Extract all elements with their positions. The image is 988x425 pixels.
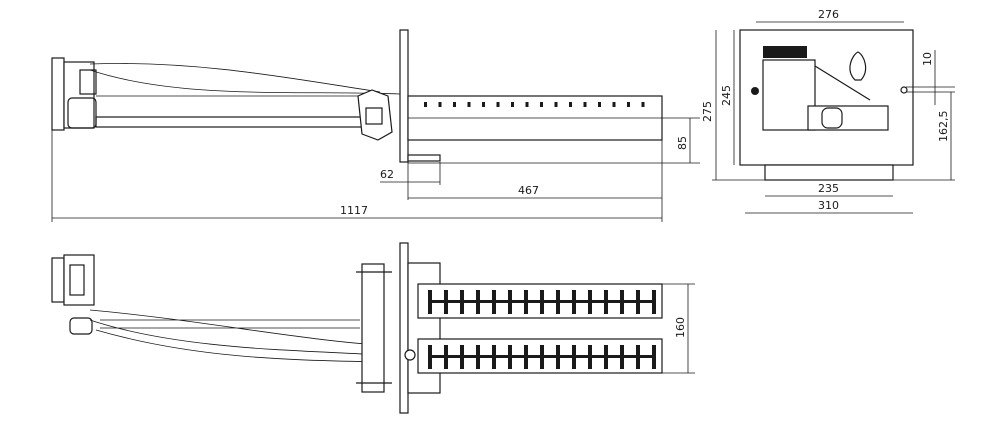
dim-162-5: 162,5 [937,111,950,143]
shaft-housing [807,105,889,131]
port-slot [444,345,448,369]
port-slot [620,290,624,314]
port-slot [524,290,528,314]
motor-housing [762,59,816,131]
port-mark [612,102,616,107]
port-slot [556,345,560,369]
motor-unit [51,57,97,131]
port-slot [652,345,656,369]
dim-160: 160 [674,317,687,338]
dim-467: 467 [518,184,539,197]
port-slot [636,345,640,369]
dim-1117: 1117 [340,204,368,217]
port-slot [476,345,480,369]
port-slot [492,290,496,314]
top-dimensions: 160 [662,283,695,374]
port-mark [627,102,630,107]
dim-85: 85 [676,136,689,150]
mounting-hole-tab [849,51,867,81]
port-mark [583,102,587,107]
port-slot [588,345,592,369]
port-slot [620,345,624,369]
port-mark [438,102,442,107]
dim-275: 275 [701,101,714,122]
port-mark [540,102,543,107]
burner-ports [424,102,645,107]
port-slot [460,290,464,314]
burner-shaft [95,116,363,128]
port-slot [540,345,544,369]
port-slot [508,290,512,314]
port-mark [598,102,601,107]
port-mark [641,102,645,107]
dim-10: 10 [921,52,934,66]
port-slot [492,345,496,369]
side-view: 85 62 467 1117 [51,29,700,222]
port-slot [460,345,464,369]
side-dimensions: 85 62 467 1117 [51,117,700,222]
port-slot [588,290,592,314]
port-slot [572,345,576,369]
port-slot [636,290,640,314]
port-mark [453,102,456,107]
port-slot [572,290,576,314]
burner-ports-top [428,290,656,369]
dim-235: 235 [818,182,839,195]
port-mark [467,102,471,107]
port-slot [428,290,432,314]
port-slot [604,345,608,369]
port-slot [476,290,480,314]
port-slot [524,345,528,369]
gas-hoses [89,63,401,97]
port-mark [569,102,572,107]
port-mark [496,102,500,107]
dim-276: 276 [818,8,839,21]
port-mark [511,102,514,107]
port-slot [508,345,512,369]
dim-62: 62 [380,168,394,181]
gas-hoses-top [89,309,381,363]
top-view: 160 [51,242,695,414]
front-dimensions: 276 245 275 10 162,5 235 310 [701,8,955,214]
port-mark [424,102,427,107]
port-mark [525,102,529,107]
port-slot [428,345,432,369]
port-slot [540,290,544,314]
flange-plate [399,29,409,163]
dim-310: 310 [818,199,839,212]
port-mark [482,102,485,107]
port-slot [556,290,560,314]
motor-unit-top [51,254,95,335]
port-slot [604,290,608,314]
front-view: 276 245 275 10 162,5 235 310 [701,8,955,214]
flange-plate-top [399,242,409,414]
dim-245: 245 [720,85,733,106]
base [764,164,894,181]
mounting-bracket-top [361,263,385,393]
port-slot [444,290,448,314]
port-mark [554,102,558,107]
port-slot [652,290,656,314]
